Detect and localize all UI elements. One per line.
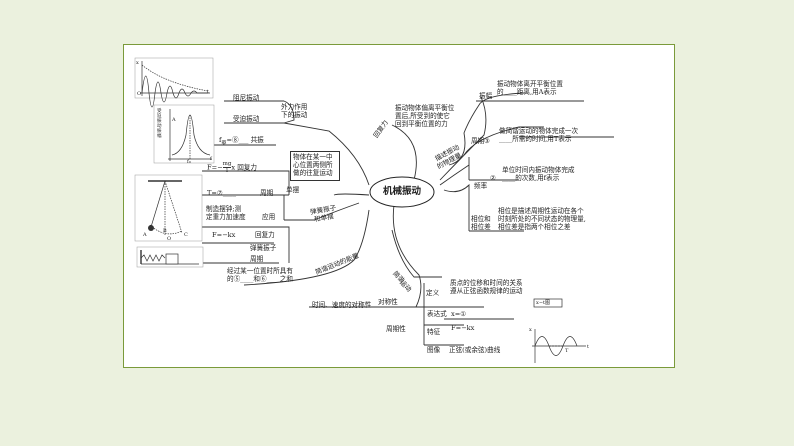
energy-desc-1: 经过某一位置时所具有 bbox=[227, 267, 293, 275]
period-desc-2: ____所需的时间,用T表示 bbox=[499, 135, 572, 143]
frequency-desc-2: ____的次数,用f表示 bbox=[502, 174, 560, 182]
amplitude-desc-1: 振动物体离开平衡位置 bbox=[497, 80, 563, 88]
shm-definition-1: 质点的位移和时间的关系 bbox=[450, 279, 523, 287]
damped-axis-t: t bbox=[207, 89, 210, 95]
energy-desc-2: 的⑤____和⑥____之和 bbox=[227, 275, 293, 283]
graph-axis-x: x bbox=[529, 327, 532, 333]
pendulum-period: T=⑦____ bbox=[207, 189, 237, 197]
symmetry-label: 对称性 bbox=[378, 298, 398, 306]
amplitude-label: 振幅 bbox=[479, 92, 493, 100]
application-label: 应用 bbox=[262, 213, 276, 221]
phase-desc-2: 时刻所处的不同状态的物理量, bbox=[498, 215, 586, 223]
feature-formula: F=−kx bbox=[451, 324, 475, 332]
restoring-desc-3: 回到平衡位置的力 bbox=[395, 120, 448, 128]
period-num: ③ bbox=[484, 137, 490, 145]
definition-label: 定义 bbox=[426, 289, 440, 297]
spring-force: F=−kx bbox=[212, 231, 236, 239]
pendulum-O: O bbox=[167, 236, 172, 242]
definition-2: 心位置两侧所 bbox=[293, 161, 333, 169]
expression: x=① bbox=[451, 310, 467, 318]
definition-box bbox=[290, 151, 340, 181]
graph-tick-T: T bbox=[565, 348, 569, 354]
shm-definition-2: 遵从正弦函数规律的运动 bbox=[450, 287, 523, 295]
phase-desc-3: 相位差是指两个相位之差 bbox=[498, 223, 571, 231]
connector bbox=[439, 96, 487, 181]
graph-desc: 正弦(或余弦)曲线 bbox=[449, 346, 501, 354]
phase-desc-1: 相位是描述周期性运动在各个 bbox=[498, 207, 584, 215]
frequency-label: 频率 bbox=[474, 182, 488, 190]
resonance-A: A bbox=[172, 117, 176, 123]
resonance-f0: f₀ bbox=[187, 159, 191, 165]
spring-oscillator-diagram bbox=[136, 246, 204, 268]
damped-axis-x: x bbox=[136, 60, 139, 66]
connector-lines bbox=[202, 92, 614, 346]
center-node bbox=[369, 176, 435, 208]
period-desc-1: 做简谐运动的物体完成一次 bbox=[499, 127, 579, 135]
restoring-desc-2: 置后,所受到的使它 bbox=[395, 112, 450, 120]
branch-external-force-2: 下的振动 bbox=[281, 111, 308, 119]
definition-3: 做的往复运动 bbox=[293, 169, 333, 177]
periodicity-label: 周期性 bbox=[386, 325, 406, 333]
damped-vibration: 阻尼振动 bbox=[233, 94, 260, 102]
center-title: 机械振动 bbox=[382, 186, 421, 197]
resonance-curve-plot bbox=[153, 104, 215, 164]
graph-axis-t: t bbox=[587, 344, 590, 350]
damped-oscillation-plot bbox=[134, 57, 214, 108]
resonance-formula: f驱=⑧___ 共振 bbox=[219, 136, 264, 147]
pendulum-period-label: 周期 bbox=[260, 189, 274, 197]
spring-oscillator: 弹簧振子 bbox=[250, 244, 277, 252]
phase-label-2: 相位差 bbox=[471, 223, 491, 231]
amplitude-desc-2: 的____距离,用A表示 bbox=[497, 88, 557, 96]
spring-force-label: 回复力 bbox=[255, 231, 275, 239]
definition-1: 物体在某一中 bbox=[293, 153, 333, 161]
forced-vibration: 受迫振动 bbox=[233, 115, 260, 123]
application-1: 制造摆钟;测 bbox=[206, 205, 242, 213]
graph-caption: x−t图 bbox=[536, 300, 551, 306]
phase-label-1: 相位和 bbox=[471, 215, 491, 223]
xt-graph bbox=[532, 298, 586, 363]
application-2: 定重力加速度 bbox=[206, 213, 246, 221]
frequency-desc-1: 单位时间内振动物体完成 bbox=[502, 166, 575, 174]
pendulum-C: C bbox=[184, 232, 188, 238]
pendulum-label: 单摆 bbox=[286, 186, 300, 194]
branch-external-force-1: 外力作用 bbox=[281, 103, 308, 111]
graph-label: 图像 bbox=[427, 346, 441, 354]
pendulum-B: B bbox=[163, 228, 167, 234]
restoring-desc-1: 振动物体偏离平衡位 bbox=[395, 104, 455, 112]
expression-label: 表达式 bbox=[427, 310, 447, 318]
symmetry-desc: 时间、速度的对称性 bbox=[312, 301, 372, 309]
feature-label: 特征 bbox=[427, 328, 441, 336]
pendulum-A: A bbox=[143, 232, 147, 238]
resonance-ylabel: 受 迫 振 动 振 幅 bbox=[157, 109, 162, 139]
period-label: 周期 bbox=[471, 137, 485, 145]
connector bbox=[391, 124, 417, 181]
damped-origin: O bbox=[137, 91, 142, 97]
pendulum-diagram bbox=[134, 174, 203, 242]
frequency-num: ② bbox=[490, 174, 496, 182]
mind-map-slide: 机械振动 回复力 振动物体偏离平衡位 置后,所受到的使它 回到平衡位置的力 描述… bbox=[123, 44, 675, 368]
spring-period-label: 周期 bbox=[250, 255, 264, 263]
resonance-f: f bbox=[210, 156, 212, 162]
